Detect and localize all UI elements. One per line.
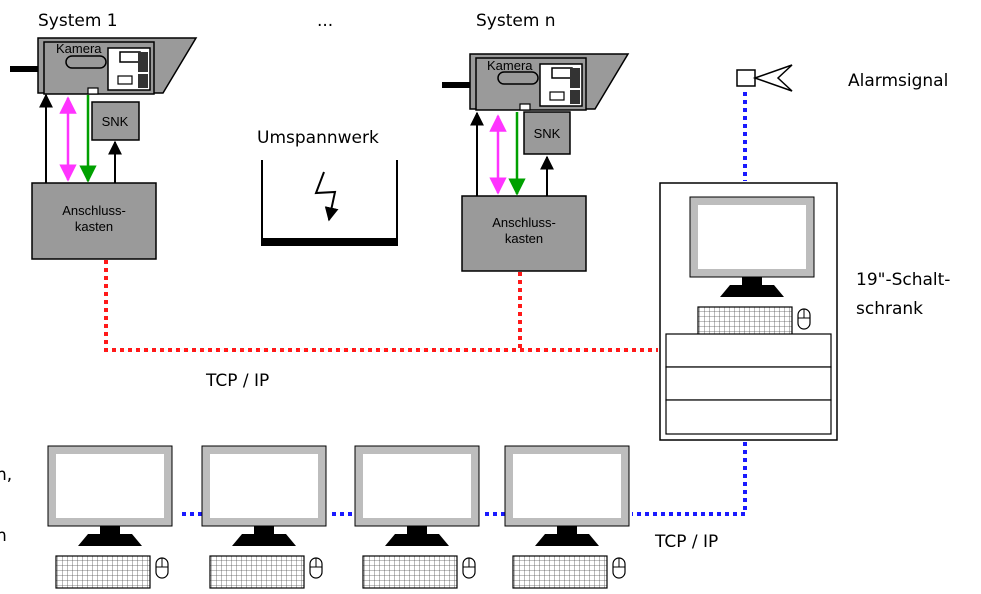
tcp-ip-network-blue [182,92,747,516]
camera-icon [441,53,629,111]
tcp-ip-label-top: TCP / IP [205,371,269,391]
system-1-title: System 1 [38,11,118,31]
snk-label: SNK [534,126,561,141]
tcp-ip-label-bottom: TCP / IP [654,532,718,552]
systems-ellipsis: ... [317,11,333,31]
client-workstation-2-icon [201,445,327,589]
junction-box [31,182,157,260]
camera-label: Kamera [487,58,533,73]
system-1-group: Kamera SNK Anschluss- kasten [9,37,197,260]
left-edge-fragment-2: n [0,526,7,546]
junction-box [461,195,587,272]
client-workstation-1-icon [47,445,173,589]
client-workstation-3-icon [354,445,480,589]
snk-box [91,101,140,141]
tcp-ip-network-red [104,260,658,352]
junction-box-label-line1: Anschluss- [492,215,556,230]
cabinet-label-line1: 19"-Schalt- [856,270,950,290]
substation-symbol [261,160,398,246]
lightning-icon [314,171,339,222]
substation-base [262,238,397,246]
snk-box [523,111,571,155]
camera-icon [9,37,197,95]
client-workstation-4-icon [504,445,630,589]
junction-box-label-line2: kasten [505,231,543,246]
substation-group: Umspannwerk [257,128,398,246]
camera-label: Kamera [56,41,102,56]
server-cabinet [659,182,838,441]
system-n-group: Kamera SNK Anschluss- kasten [441,53,629,272]
junction-box-label-line1: Anschluss- [62,203,126,218]
system-n-title: System n [476,11,556,31]
alarm-label: Alarmsignal [848,71,948,91]
left-edge-fragment-1: n, [0,465,12,485]
cabinet-label-line2: schrank [856,299,923,319]
snk-label: SNK [102,114,129,129]
substation-label: Umspannwerk [257,128,379,148]
junction-box-label-line2: kasten [75,219,113,234]
alarm-signal-icon [736,64,793,92]
